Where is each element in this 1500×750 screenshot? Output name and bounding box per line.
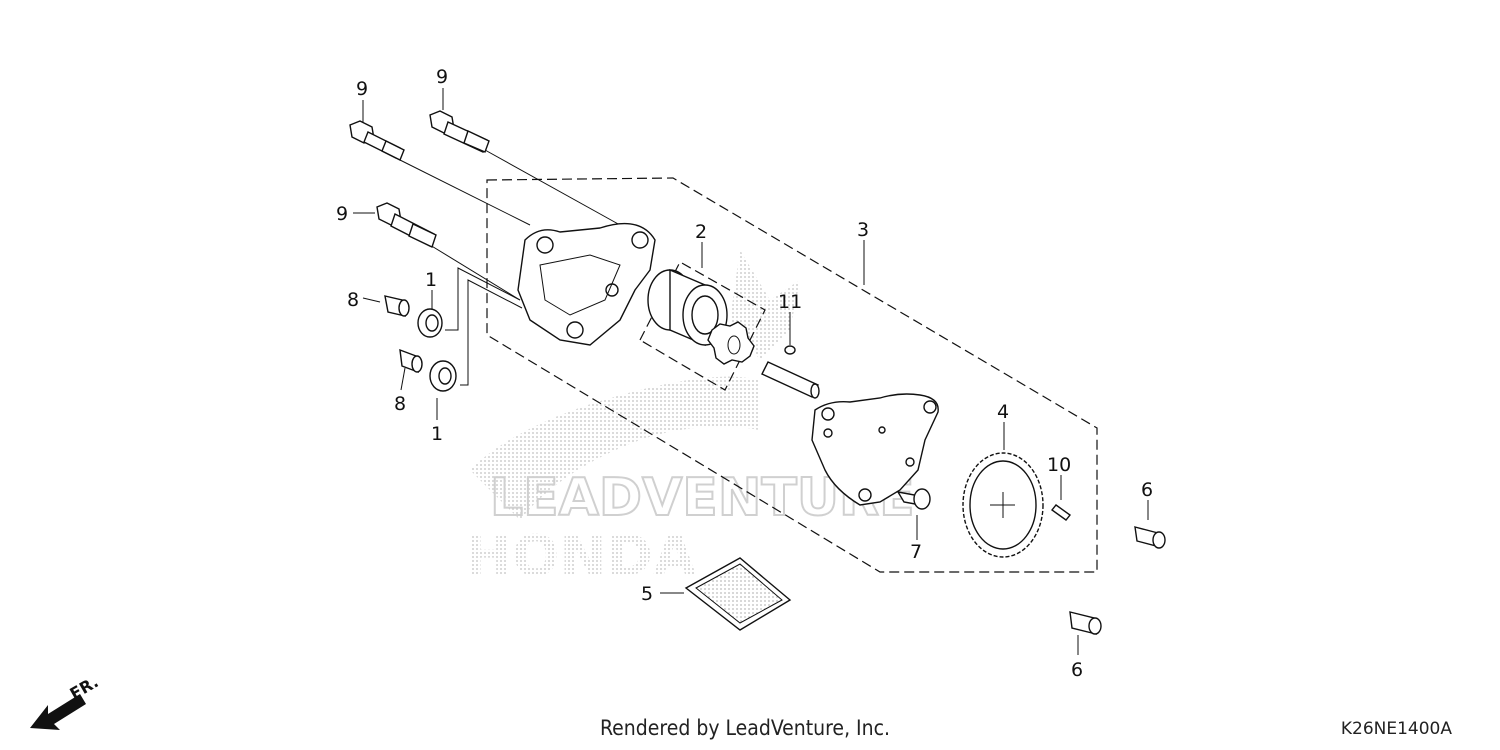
pump-cover xyxy=(811,393,939,506)
pump-shaft xyxy=(761,361,820,399)
callout-1: 1 xyxy=(431,423,443,445)
flange-bolt-middle xyxy=(376,202,437,248)
assembly-outline xyxy=(486,177,1098,573)
dowel-collar-lower xyxy=(1069,611,1102,635)
callout-7: 7 xyxy=(910,541,922,563)
callout-10: 10 xyxy=(1047,454,1071,476)
driven-gear xyxy=(962,452,1044,558)
callout-3: 3 xyxy=(857,219,869,241)
callout-5: 5 xyxy=(641,583,653,605)
collar-upper xyxy=(384,295,410,317)
rotor-outline xyxy=(639,261,766,391)
flange-bolt-upper-right xyxy=(429,110,490,153)
flange-bolt-upper-left xyxy=(349,120,405,161)
callout-8: 8 xyxy=(394,393,406,415)
fr-label: FR. xyxy=(67,672,102,703)
callout-2: 2 xyxy=(695,221,707,243)
callout-4: 4 xyxy=(997,401,1009,423)
callout-9: 9 xyxy=(356,78,368,100)
collar-lower xyxy=(399,348,423,374)
callout-6: 6 xyxy=(1071,659,1083,681)
front-direction-arrow: FR. xyxy=(30,672,102,730)
screw xyxy=(896,488,931,510)
callout-9: 9 xyxy=(436,66,448,88)
watermark-honda: HONDA xyxy=(465,524,697,589)
leader-lines xyxy=(353,88,1149,655)
callout-11: 11 xyxy=(778,291,802,313)
callout-6: 6 xyxy=(1141,479,1153,501)
oil-strainer xyxy=(684,557,792,631)
oil-pump-body xyxy=(517,222,656,346)
callout-9: 9 xyxy=(336,203,348,225)
seal-upper xyxy=(417,308,443,338)
dowel-collar-upper xyxy=(1134,526,1166,549)
callouts: 9 9 9 8 8 1 1 2 3 11 4 10 7 5 6 6 xyxy=(336,66,1153,681)
pin-11 xyxy=(784,345,796,355)
inner-rotor xyxy=(707,321,755,365)
seal-lower xyxy=(429,360,457,392)
callout-8: 8 xyxy=(347,289,359,311)
diagram-code: K26NE1400A xyxy=(1340,719,1452,739)
dowel-pin-10 xyxy=(1050,504,1072,521)
callout-1: 1 xyxy=(425,269,437,291)
rendered-by-credit: Rendered by LeadVenture, Inc. xyxy=(600,716,890,740)
